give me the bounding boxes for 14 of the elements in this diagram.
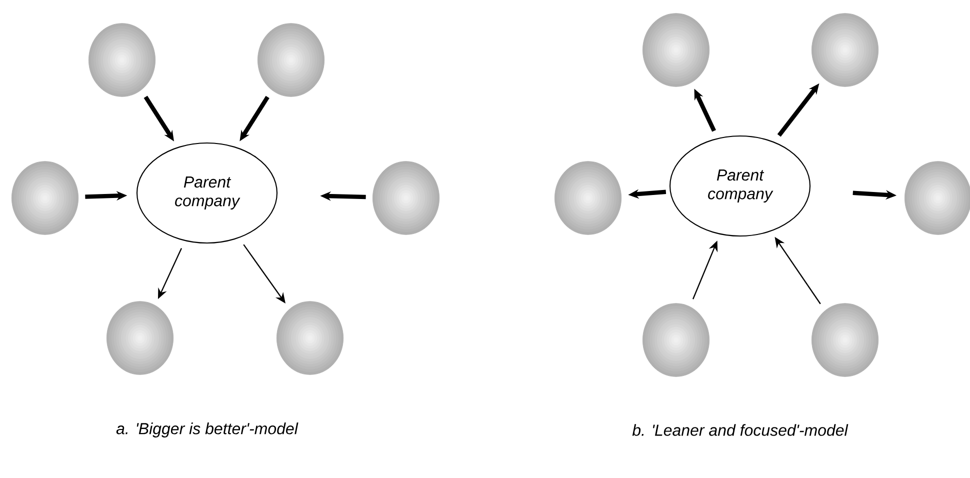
sphere bbox=[88, 23, 156, 97]
sphere bbox=[554, 161, 622, 235]
caption: b. 'Leaner and focused'-model bbox=[632, 424, 848, 436]
sphere bbox=[372, 161, 440, 235]
sphere bbox=[904, 161, 970, 235]
sphere bbox=[276, 301, 344, 375]
sphere bbox=[642, 303, 710, 377]
sphere bbox=[106, 301, 174, 375]
caption: a. 'Bigger is better'-model bbox=[116, 422, 298, 438]
sphere bbox=[811, 303, 879, 377]
sphere bbox=[811, 13, 879, 87]
sphere bbox=[11, 161, 79, 235]
sphere bbox=[642, 13, 710, 87]
sphere bbox=[257, 23, 325, 97]
